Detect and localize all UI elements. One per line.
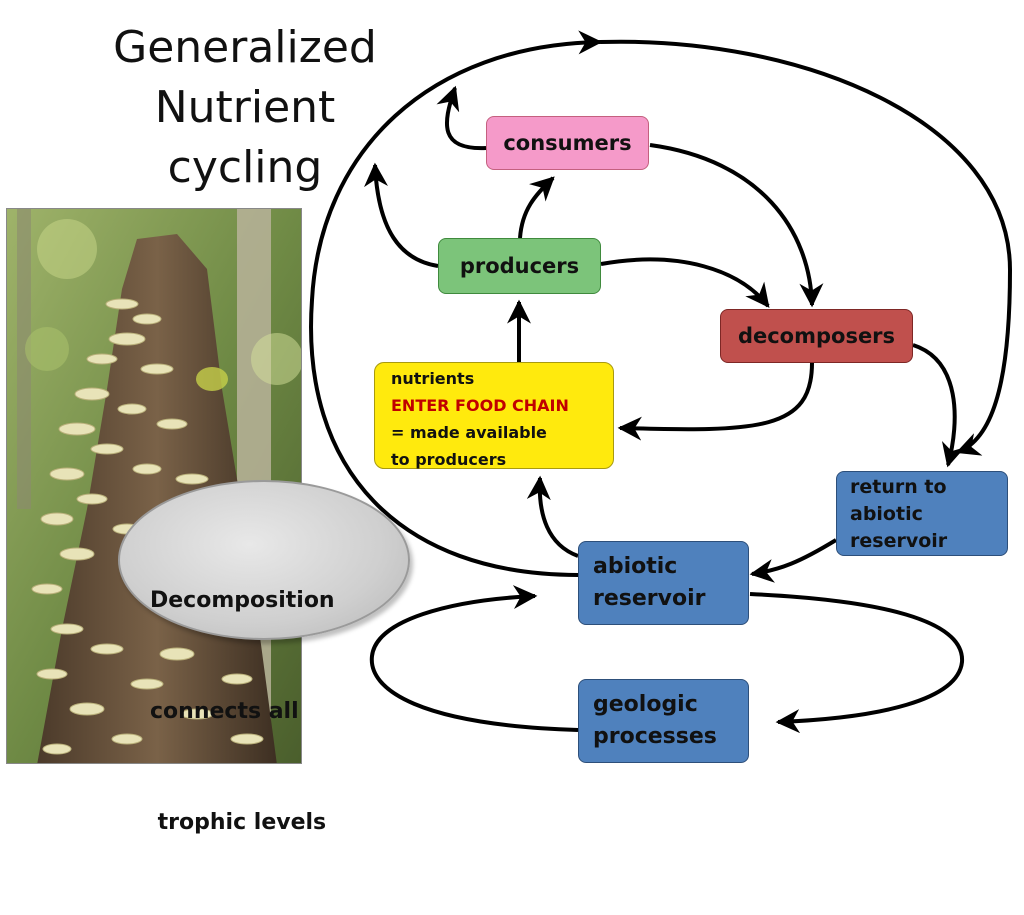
return-line-1: return to bbox=[850, 476, 947, 498]
geologic-line-1: geologic bbox=[593, 692, 698, 717]
geologic-loop-return-arrow bbox=[749, 592, 965, 734]
callout-line-2: connects all bbox=[150, 699, 299, 724]
geologic-loop-arrow bbox=[369, 585, 579, 732]
consumers-box: consumers bbox=[486, 116, 649, 170]
producers-to-consumers-arrow bbox=[518, 176, 555, 239]
callout-ellipse bbox=[118, 480, 410, 640]
abiotic-line-1: abiotic bbox=[593, 554, 678, 579]
nutrients-line-4: to producers bbox=[391, 450, 507, 469]
cycle-arrows bbox=[309, 30, 1013, 734]
producers-box: producers bbox=[438, 238, 601, 294]
outer-loop-arrow bbox=[309, 30, 603, 577]
return-line-2: abiotic bbox=[850, 503, 923, 525]
callout-line-1: Decomposition bbox=[150, 588, 335, 613]
consumers-to-decomposers-arrow bbox=[649, 143, 824, 308]
nutrients-box: nutrients ENTER FOOD CHAIN = made availa… bbox=[374, 362, 614, 469]
slide-title: Generalized Nutrient cycling bbox=[90, 18, 400, 198]
abiotic-reservoir-box: abiotic reservoir bbox=[578, 541, 749, 625]
title-line-3: cycling bbox=[167, 142, 323, 193]
decomposers-to-return-arrow bbox=[912, 343, 966, 468]
nutrients-line-1: nutrients bbox=[391, 369, 475, 388]
nutrients-line-3: = made available bbox=[391, 423, 547, 442]
decomposers-box: decomposers bbox=[720, 309, 913, 363]
producers-to-decomposers-arrow bbox=[600, 257, 770, 308]
callout-text: Decomposition connects all trophic level… bbox=[150, 508, 335, 915]
consumers-to-loop-arrow bbox=[436, 85, 487, 151]
producers-to-loop-arrow bbox=[364, 162, 439, 268]
abiotic-line-2: reservoir bbox=[593, 586, 706, 611]
return-line-3: reservoir bbox=[850, 530, 948, 552]
geologic-processes-box: geologic processes bbox=[578, 679, 749, 763]
title-line-2: Nutrient bbox=[154, 82, 336, 133]
callout-line-3: trophic levels bbox=[150, 810, 327, 835]
title-line-1: Generalized bbox=[113, 22, 377, 73]
abiotic-to-nutrients-arrow bbox=[526, 475, 579, 558]
return-to-abiotic-box: return to abiotic reservoir bbox=[836, 471, 1008, 556]
return-to-abiotic-arrow bbox=[749, 538, 838, 583]
geologic-line-2: processes bbox=[593, 724, 717, 749]
decomposers-to-nutrients-arrow bbox=[617, 362, 814, 441]
enter-food-chain-label: ENTER FOOD CHAIN bbox=[391, 396, 569, 415]
outer-loop-return-arrow bbox=[599, 39, 1013, 456]
